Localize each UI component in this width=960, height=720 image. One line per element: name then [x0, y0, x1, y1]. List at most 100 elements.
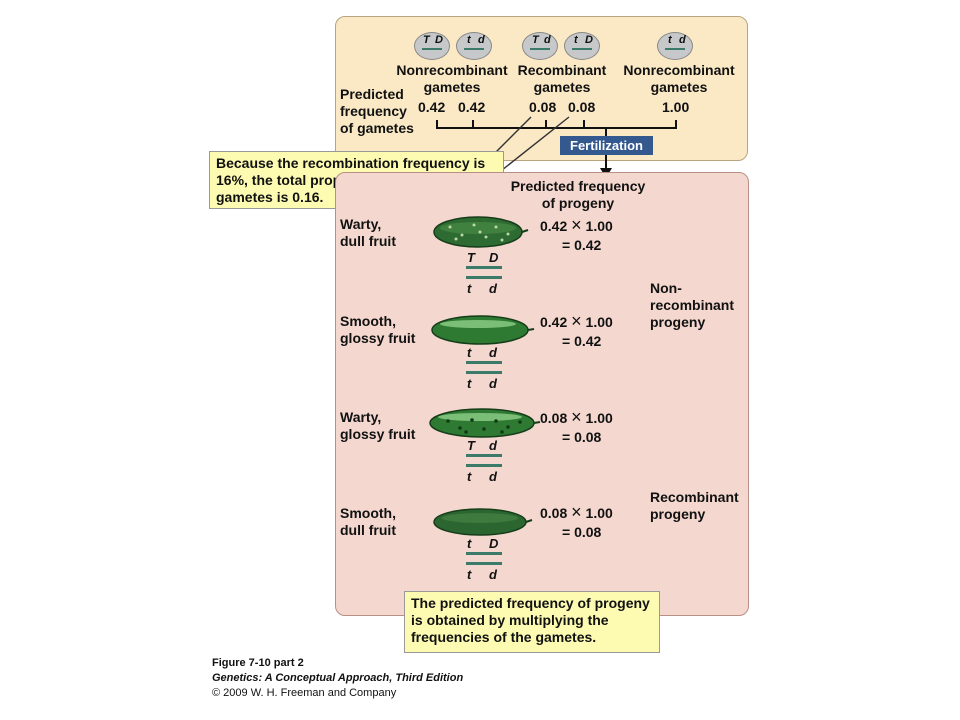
label-line: Non- — [650, 280, 682, 296]
label-line: Recombinant — [650, 489, 739, 505]
label-line: dull fruit — [340, 522, 396, 538]
allele-label: d — [489, 567, 497, 582]
result: = 0.42 — [562, 333, 602, 349]
label-line: glossy fruit — [340, 330, 416, 346]
genotype-diagram: t D t d — [462, 536, 512, 582]
cucumber-smooth-glossy-icon — [431, 315, 535, 345]
predicted-frequency-gametes-label: Predicted frequency of gametes — [340, 86, 414, 137]
allele-label: D — [489, 536, 499, 551]
chromosome-bar — [422, 48, 442, 50]
recombinant-gametes-label: Recombinant gametes — [512, 62, 612, 96]
allele-label: d — [489, 469, 497, 484]
recombinant-progeny-label: Recombinant progeny — [650, 489, 739, 523]
allele-label: D — [585, 34, 593, 46]
caption-book-title: Genetics: A Conceptual Approach, Third E… — [212, 672, 464, 684]
factor: 1.00 — [585, 314, 613, 330]
allele-label: d — [544, 34, 551, 46]
phenotype-label: Warty, glossy fruit — [340, 409, 415, 443]
chromosome-bar — [466, 562, 502, 565]
allele-label: t — [467, 536, 472, 551]
progeny-frequency-calc: 0.42 × 1.00 = 0.42 — [540, 312, 613, 351]
phenotype-label: Smooth, glossy fruit — [340, 313, 415, 347]
label-line: gametes — [533, 79, 591, 95]
allele-label: d — [489, 281, 497, 296]
label-line: dull fruit — [340, 233, 396, 249]
nonrecombinant-gametes-label-2: Nonrecombinant gametes — [617, 62, 741, 96]
result: = 0.08 — [562, 524, 602, 540]
label-line: Nonrecombinant — [623, 62, 735, 78]
label-line: progeny — [650, 506, 706, 522]
label-line: gametes — [650, 79, 708, 95]
label-line: of gametes — [340, 120, 414, 136]
gamete-frequency: 0.42 — [458, 99, 486, 115]
chromosome-bar — [466, 361, 502, 364]
cucumber-smooth-dull-icon — [433, 508, 533, 536]
allele-label: d — [489, 345, 497, 360]
times-icon: × — [571, 407, 582, 427]
gamete-frequency: 0.08 — [568, 99, 596, 115]
genotype-diagram: t d t d — [462, 345, 512, 391]
caption-figure-number: Figure 7-10 part 2 — [212, 657, 304, 669]
factor: 0.42 — [540, 314, 568, 330]
factor: 0.42 — [540, 218, 568, 234]
cucumber-warty-dull-icon — [433, 216, 529, 248]
label-line: Recombinant — [517, 62, 607, 78]
allele-label: t — [467, 281, 472, 296]
nonrecombinant-progeny-label: Non- recombinant progeny — [650, 280, 734, 331]
factor: 0.08 — [540, 410, 568, 426]
factor: 1.00 — [585, 410, 613, 426]
allele-label: t — [467, 469, 472, 484]
cucumber-warty-glossy-icon — [429, 408, 541, 438]
label-line: Predicted — [340, 86, 404, 102]
gamete-td-icon: t d — [456, 32, 492, 60]
allele-label: T — [423, 34, 430, 46]
genotype-diagram: T D t d — [462, 250, 512, 296]
nonrecombinant-gametes-label: Nonrecombinant gametes — [390, 62, 514, 96]
allele-label: d — [489, 376, 497, 391]
factor: 1.00 — [585, 505, 613, 521]
allele-label: d — [478, 34, 485, 46]
factor: 1.00 — [585, 218, 613, 234]
gamete-Td-icon: T d — [522, 32, 558, 60]
chromosome-bar — [466, 276, 502, 279]
allele-label: t — [467, 34, 471, 46]
label-line: progeny — [650, 314, 706, 330]
phenotype-label: Smooth, dull fruit — [340, 505, 396, 539]
result: = 0.42 — [562, 237, 602, 253]
allele-label: t — [668, 34, 672, 46]
chromosome-bar — [665, 48, 685, 50]
label-line: Smooth, — [340, 505, 396, 521]
progeny-frequency-calc: 0.42 × 1.00 = 0.42 — [540, 216, 613, 255]
allele-label: d — [679, 34, 686, 46]
chromosome-bar — [464, 48, 484, 50]
allele-label: t — [467, 376, 472, 391]
gamete-frequency: 1.00 — [662, 99, 690, 115]
label-line: gametes — [423, 79, 481, 95]
chromosome-bar — [466, 454, 502, 457]
allele-label: D — [489, 250, 499, 265]
label-line: of progeny — [541, 195, 615, 211]
progeny-frequency-calc: 0.08 × 1.00 = 0.08 — [540, 408, 613, 447]
allele-label: t — [467, 567, 472, 582]
label-line: glossy fruit — [340, 426, 416, 442]
times-icon: × — [571, 311, 582, 331]
chromosome-bar — [466, 552, 502, 555]
gamete-frequency: 0.08 — [529, 99, 557, 115]
gamete-tD-icon: t D — [564, 32, 600, 60]
allele-label: T — [532, 34, 539, 46]
times-icon: × — [571, 215, 582, 235]
fertilization-label: Fertilization — [560, 136, 653, 155]
predicted-frequency-progeny-label: Predicted frequency of progeny — [505, 178, 651, 212]
allele-label: D — [435, 34, 443, 46]
chromosome-bar — [572, 48, 592, 50]
allele-label: T — [467, 250, 475, 265]
chromosome-bar — [530, 48, 550, 50]
allele-label: d — [489, 438, 497, 453]
allele-label: t — [467, 345, 472, 360]
phenotype-label: Warty, dull fruit — [340, 216, 396, 250]
factor: 0.08 — [540, 505, 568, 521]
figure-caption: Figure 7-10 part 2 Genetics: A Conceptua… — [212, 656, 463, 701]
label-line: frequency — [340, 103, 407, 119]
result: = 0.08 — [562, 429, 602, 445]
label-line: Smooth, — [340, 313, 396, 329]
